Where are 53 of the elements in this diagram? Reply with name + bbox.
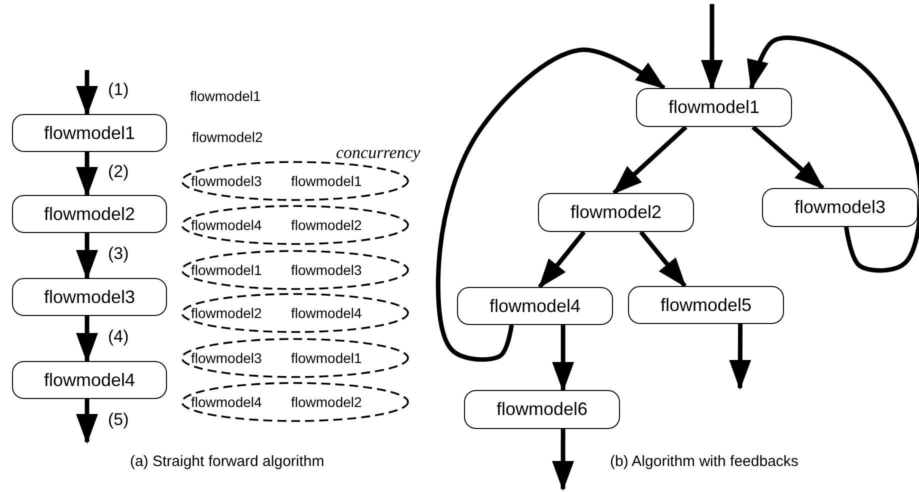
model-name: flowmodel2	[291, 217, 362, 233]
dashed-ellipse	[181, 250, 409, 290]
dashed-ellipse	[181, 205, 409, 245]
edge-label: (3)	[108, 244, 129, 264]
arrow	[612, 125, 688, 195]
model-name: flowmodel2	[191, 305, 262, 321]
arrow	[552, 429, 574, 491]
arrow	[436, 48, 666, 362]
process-box: flowmodel5	[628, 286, 784, 324]
process-box: flowmodel6	[464, 390, 620, 429]
edge-label: (4)	[108, 327, 129, 347]
process-box: flowmodel1	[636, 88, 792, 127]
dashed-ellipse	[181, 161, 409, 201]
dashed-ellipse	[181, 382, 409, 422]
model-name: flowmodel1	[291, 350, 362, 366]
arrow	[76, 233, 98, 280]
edge-label: (1)	[108, 80, 129, 100]
caption-text: flowmodel2	[192, 129, 263, 145]
model-name: flowmodel4	[191, 217, 262, 233]
arrow	[700, 4, 723, 90]
caption-text: (a) Straight forward algorithm	[130, 453, 324, 470]
arrow	[76, 70, 98, 116]
arrow	[729, 324, 752, 390]
model-name: flowmodel3	[291, 262, 362, 278]
caption-text: flowmodel1	[190, 88, 261, 104]
process-box: flowmodel1	[12, 114, 167, 152]
process-box: flowmodel4	[12, 361, 167, 399]
process-box: flowmodel4	[457, 287, 613, 325]
model-name: flowmodel2	[291, 394, 362, 410]
edge-label: (5)	[108, 410, 129, 430]
model-name: flowmodel4	[191, 394, 262, 410]
arrow	[76, 399, 98, 444]
model-name: flowmodel1	[291, 173, 362, 189]
model-name: flowmodel1	[191, 262, 262, 278]
model-name: flowmodel3	[191, 173, 262, 189]
model-name: flowmodel3	[191, 350, 262, 366]
arrow	[76, 316, 98, 363]
arrow	[752, 125, 824, 190]
process-box: flowmodel3	[762, 188, 918, 227]
caption-text: (b) Algorithm with feedbacks	[610, 453, 798, 470]
arrow	[747, 36, 919, 273]
arrow	[639, 230, 687, 288]
arrow	[538, 230, 586, 289]
process-box: flowmodel3	[12, 278, 167, 316]
model-name: flowmodel4	[291, 305, 362, 321]
process-box: flowmodel2	[538, 193, 694, 232]
dashed-ellipse	[181, 338, 409, 378]
dashed-ellipse	[181, 293, 409, 333]
annotation: concurrency	[336, 143, 420, 163]
process-box: flowmodel2	[12, 195, 167, 233]
edge-label: (2)	[108, 162, 129, 182]
arrow	[76, 152, 98, 197]
arrow	[552, 325, 574, 392]
